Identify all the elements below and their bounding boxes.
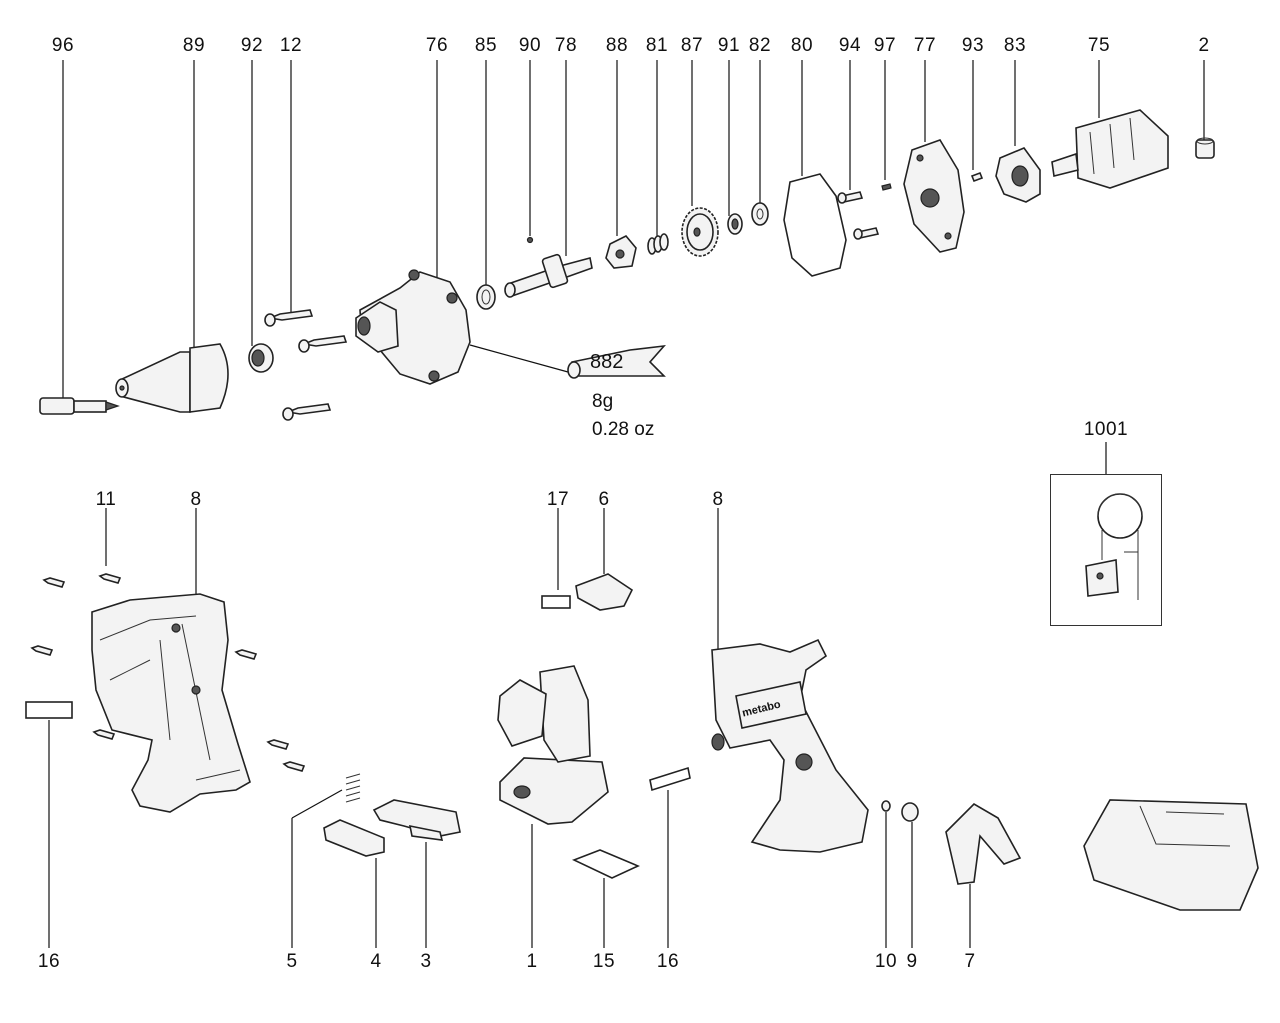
- callout-75: 75: [1087, 35, 1111, 56]
- ball-90-part: [526, 236, 534, 244]
- callout-3: 3: [420, 951, 432, 972]
- callout-8-right: 8: [712, 489, 724, 510]
- motor-plate-part: [995, 147, 1041, 203]
- housing-screws-top: [264, 309, 348, 421]
- left-housing-half: [91, 593, 251, 813]
- motor-part: [1051, 109, 1169, 189]
- callout-87: 87: [680, 35, 704, 56]
- gear-housing-part: [355, 269, 471, 385]
- label-15-part: [571, 849, 640, 879]
- housing-screws-left: [30, 573, 306, 772]
- bit-holder-part: [39, 397, 120, 415]
- slide-4-part: [323, 819, 385, 948]
- depth-locator-part: [115, 343, 229, 413]
- grease-amount-grams: 8g: [592, 391, 614, 412]
- callout-80: 80: [790, 35, 814, 56]
- callout-1001: 1001: [1083, 419, 1129, 440]
- washer-85-part: [476, 284, 496, 310]
- callout-94: 94: [838, 35, 862, 56]
- callout-15: 15: [592, 951, 616, 972]
- callout-16-left: 16: [37, 951, 61, 972]
- label-16-mid-part: [649, 766, 691, 792]
- grease-amount-ounces: 0.28 oz: [592, 419, 655, 440]
- sleeve-2-part: [1195, 137, 1215, 159]
- callout-7: 7: [964, 951, 976, 972]
- wiring-schematic: [1085, 493, 1143, 600]
- callout-77: 77: [913, 35, 937, 56]
- callout-82: 82: [748, 35, 772, 56]
- callout-81: 81: [645, 35, 669, 56]
- battery-pack-part: [1083, 799, 1259, 911]
- label-17-part: [541, 595, 571, 609]
- callout-9: 9: [906, 951, 918, 972]
- callout-83: 83: [1003, 35, 1027, 56]
- grease-tube-label: 882: [590, 351, 624, 373]
- gear-87-part: [681, 207, 719, 257]
- pin-97-part: [881, 183, 892, 191]
- screw-93-part: [970, 171, 984, 183]
- callout-96: 96: [51, 35, 75, 56]
- callout-11: 11: [95, 489, 117, 510]
- callout-17: 17: [546, 489, 570, 510]
- callout-10: 10: [874, 951, 898, 972]
- callout-91: 91: [717, 35, 741, 56]
- callout-89: 89: [182, 35, 206, 56]
- schematic-inset-frame: [1050, 474, 1162, 626]
- callout-92: 92: [240, 35, 264, 56]
- slide-3-part: [372, 799, 461, 948]
- callout-1: 1: [526, 951, 538, 972]
- callout-78: 78: [554, 35, 578, 56]
- callout-97: 97: [873, 35, 897, 56]
- belt-clip-part: [945, 802, 1022, 948]
- coupling-part: [605, 235, 637, 269]
- middle-leader-lines: [105, 442, 1107, 650]
- callout-6: 6: [598, 489, 610, 510]
- gearbox-screws: [837, 191, 880, 240]
- callout-8-left: 8: [190, 489, 202, 510]
- callout-93: 93: [961, 35, 985, 56]
- callout-2: 2: [1198, 35, 1210, 56]
- callout-16-mid: 16: [656, 951, 680, 972]
- badge-6-part: [575, 573, 634, 611]
- spindle-part: [504, 253, 593, 298]
- gasket-80-part: [783, 173, 847, 277]
- callout-5: 5: [286, 951, 298, 972]
- callout-4: 4: [370, 951, 382, 972]
- cap-9-part: [901, 802, 919, 822]
- washer-82-part: [751, 202, 769, 226]
- right-housing-half: [711, 638, 869, 853]
- callout-90: 90: [518, 35, 542, 56]
- switch-spring-part: [291, 773, 361, 948]
- top-leader-lines: [62, 60, 1205, 398]
- callout-76: 76: [425, 35, 449, 56]
- callout-85: 85: [474, 35, 498, 56]
- switch-assembly-part: [497, 665, 609, 948]
- label-16-left-part: [25, 701, 73, 719]
- grease-tube-part: [567, 344, 666, 379]
- gearbox-cover-part: [903, 139, 965, 253]
- spring-81-part: [647, 233, 669, 255]
- callout-88: 88: [605, 35, 629, 56]
- clutch-nut-part: [248, 343, 274, 373]
- callout-12: 12: [279, 35, 303, 56]
- o-ring-10-part: [881, 800, 891, 812]
